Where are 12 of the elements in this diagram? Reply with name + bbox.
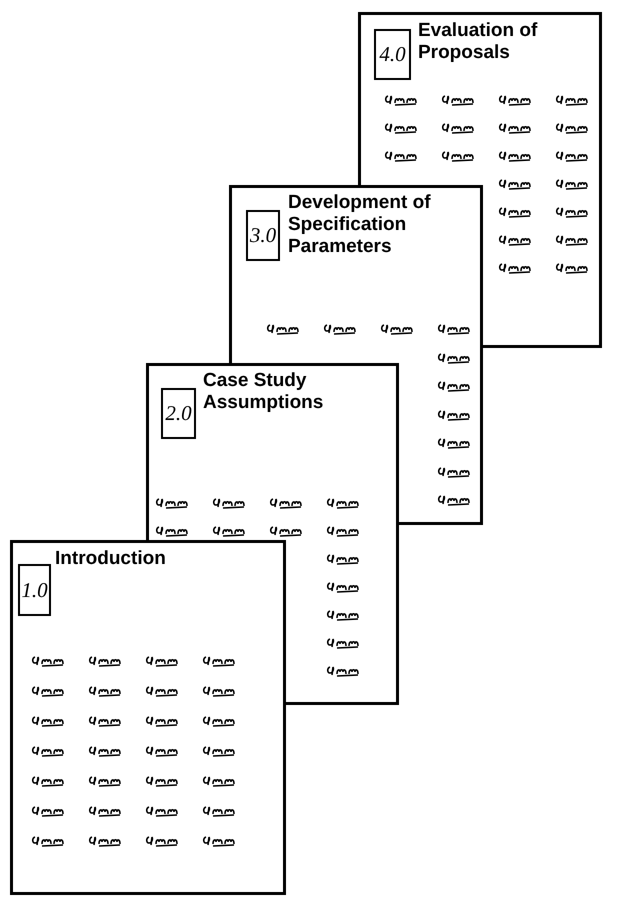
- document-page: [10, 540, 286, 895]
- document-page: [146, 363, 399, 540]
- section-title: Introduction: [55, 548, 167, 570]
- section-title: Evaluation of Proposals: [418, 20, 538, 64]
- section-number-box: 2.0: [161, 388, 196, 439]
- section-number-box: 1.0: [18, 564, 51, 616]
- section-number-box: 3.0: [246, 210, 280, 261]
- section-title: Case Study Assumptions: [203, 370, 324, 414]
- document-page: [229, 185, 483, 363]
- section-title: Development of Specification Parameters: [288, 192, 432, 258]
- document-page: [358, 12, 602, 185]
- section-number-box: 4.0: [374, 29, 411, 80]
